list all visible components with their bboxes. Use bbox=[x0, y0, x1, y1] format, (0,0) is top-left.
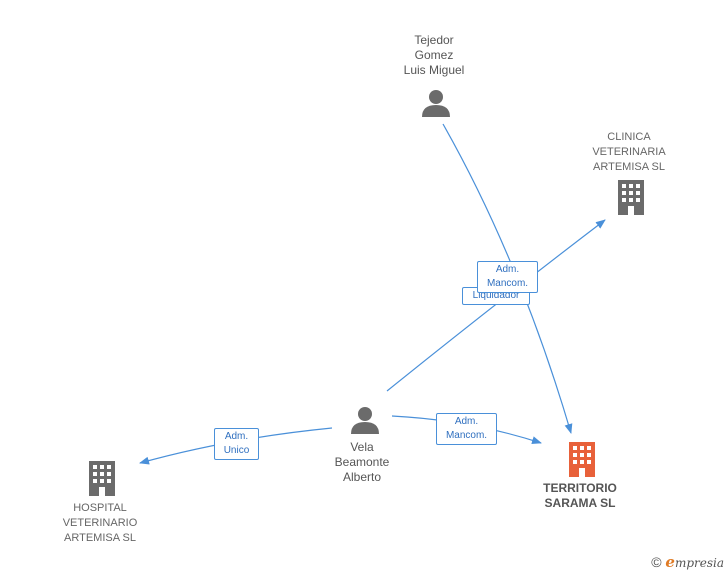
edge-label-adm-mancom[interactable]: Adm. Mancom. bbox=[477, 261, 538, 293]
building-icon[interactable] bbox=[615, 180, 647, 215]
edge-label-adm-mancom[interactable]: Adm. Mancom. bbox=[436, 413, 497, 445]
person-name-vela[interactable]: Vela Beamonte Alberto bbox=[334, 440, 390, 484]
copyright-symbol: © bbox=[651, 554, 662, 570]
building-icon[interactable] bbox=[566, 442, 598, 477]
person-icon[interactable] bbox=[350, 405, 380, 435]
company-name-territorio[interactable]: TERRITORIO SARAMA SL bbox=[543, 481, 617, 510]
empresia-watermark: © empresia bbox=[651, 553, 724, 571]
person-name-tejedor[interactable]: Tejedor Gomez Luis Miguel bbox=[403, 33, 465, 77]
edge-label-adm-unico[interactable]: Adm. Unico bbox=[214, 428, 259, 460]
company-name-hospital[interactable]: HOSPITAL VETERINARIO ARTEMISA SL bbox=[62, 502, 138, 544]
person-icon[interactable] bbox=[421, 88, 451, 118]
brand-logo-initial: e bbox=[665, 553, 675, 571]
edge-vela-clinica bbox=[386, 219, 606, 392]
brand-logo-text: mpresia bbox=[674, 556, 724, 570]
building-icon[interactable] bbox=[86, 461, 118, 496]
company-name-clinica[interactable]: CLINICA VETERINARIA ARTEMISA SL bbox=[592, 131, 666, 173]
